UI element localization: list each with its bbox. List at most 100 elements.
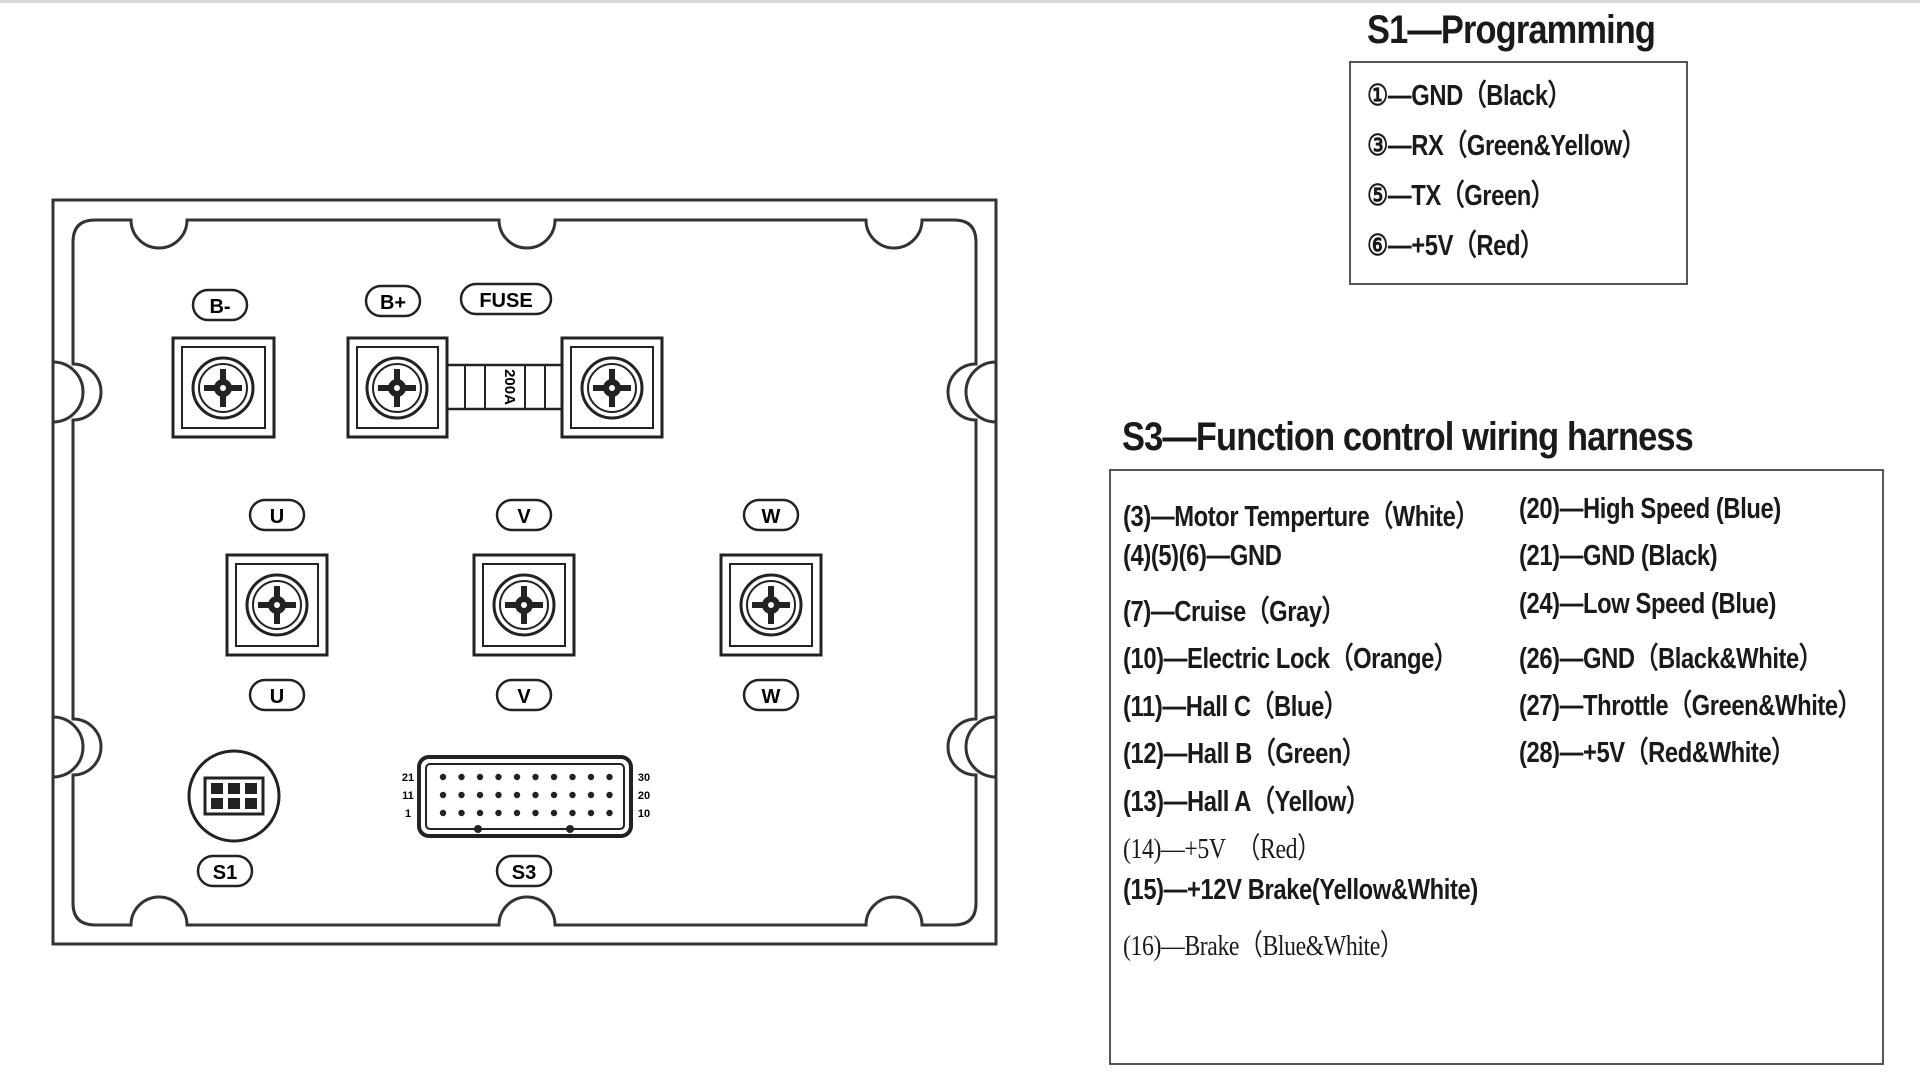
- s3-pin: [532, 791, 539, 799]
- label-b-minus: B-: [191, 288, 249, 322]
- s3-pin: [550, 773, 558, 781]
- s3-pin-item: (14)—+5V （Red）: [1123, 833, 1321, 865]
- s3-pin-item: (21)—GND (Black): [1519, 540, 1718, 572]
- terminal-w: [719, 553, 823, 657]
- s3-pin: [458, 773, 465, 781]
- s3-pin: [439, 773, 447, 781]
- s3-pin: [569, 791, 576, 799]
- s3-pin-item: (7)—Cruise（Gray）: [1123, 596, 1346, 628]
- s3-pin: [458, 791, 465, 799]
- svg-text:B+: B+: [380, 292, 406, 314]
- label-s3: S3: [495, 854, 553, 888]
- svg-text:U: U: [270, 686, 284, 708]
- screw-icon: [191, 356, 255, 420]
- s3-pin-item: (16)—Brake（Blue&White）: [1123, 930, 1404, 962]
- mounting-notches: [52, 360, 997, 779]
- s3-pin-item: (27)—Throttle（Green&White）: [1519, 690, 1862, 722]
- screw-icon: [492, 573, 556, 637]
- s3-pin: [569, 809, 576, 817]
- s3-pin: [495, 773, 502, 781]
- s3-pin-table: (3)—Motor Temperture（White） (4)(5)(6)—GN…: [1109, 469, 1884, 1065]
- s3-pin-item: (13)—Hall A（Yellow）: [1123, 786, 1370, 818]
- s3-pin: [495, 809, 502, 817]
- s3-pin: [587, 809, 595, 817]
- s3-pin-label: 1: [405, 808, 411, 820]
- s3-pin: [513, 791, 521, 799]
- s3-pin: [569, 773, 576, 781]
- s1-pin-item: ①—GND（Black）: [1367, 80, 1572, 112]
- screw-icon: [365, 356, 429, 420]
- s3-title: S3—Function control wiring harness: [1122, 415, 1694, 459]
- s3-pin: [550, 791, 558, 799]
- label-s1: S1: [196, 854, 254, 888]
- s3-pin-item: (24)—Low Speed (Blue): [1519, 588, 1776, 620]
- s1-pin-item: ⑥—+5V（Red）: [1367, 230, 1544, 262]
- s3-pin-grid: [439, 773, 613, 817]
- svg-text:W: W: [762, 686, 781, 708]
- s3-pin-item: (4)(5)(6)—GND: [1123, 540, 1282, 572]
- s3-pin: [587, 791, 595, 799]
- terminal-b-plus: [346, 336, 449, 439]
- connector-s1: [187, 749, 281, 843]
- s3-pin: [476, 791, 484, 799]
- svg-text:V: V: [517, 686, 531, 708]
- s3-pin: [532, 773, 539, 781]
- label-v-top: V: [495, 498, 553, 532]
- s1-pin-item: ⑤—TX（Green）: [1367, 180, 1555, 212]
- svg-text:U: U: [270, 506, 284, 528]
- label-w-bottom: W: [742, 678, 800, 712]
- s3-pin: [439, 791, 447, 799]
- s3-pin: [587, 773, 595, 781]
- svg-text:B-: B-: [209, 296, 230, 318]
- label-u-bottom: U: [248, 678, 306, 712]
- s3-pin-item: (28)—+5V（Red&White）: [1519, 737, 1795, 769]
- terminal-b-minus: [171, 336, 276, 439]
- s1-pin-table: ①—GND（Black） ③—RX（Green&Yellow） ⑤—TX（Gre…: [1349, 61, 1688, 285]
- s3-pin: [606, 809, 613, 817]
- top-border: [0, 0, 1920, 3]
- s3-pin: [439, 809, 447, 817]
- s3-pin-label: 21: [402, 772, 414, 784]
- s3-pin: [513, 809, 521, 817]
- svg-text:V: V: [517, 506, 531, 528]
- label-v-bottom: V: [495, 678, 553, 712]
- s3-pin-label: 20: [638, 790, 650, 802]
- s3-pin: [495, 791, 502, 799]
- label-w-top: W: [742, 498, 800, 532]
- s3-pin-item: (20)—High Speed (Blue): [1519, 493, 1781, 525]
- s3-pin-label: 10: [638, 808, 650, 820]
- s3-pin: [550, 809, 558, 817]
- s3-pin: [476, 809, 484, 817]
- label-u-top: U: [248, 498, 306, 532]
- connector-s3: 21 11 1 30 20 10: [402, 755, 650, 838]
- s3-pin: [606, 791, 613, 799]
- s1-title: S1—Programming: [1367, 8, 1656, 52]
- s3-pin-label: 11: [402, 790, 414, 802]
- s1-pin-item: ③—RX（Green&Yellow）: [1367, 130, 1646, 162]
- svg-text:FUSE: FUSE: [479, 290, 532, 312]
- fuse: 200A: [438, 363, 572, 411]
- s3-pin: [606, 773, 613, 781]
- s3-pin: [532, 809, 539, 817]
- mounting-plate: [71, 218, 978, 927]
- terminal-u: [225, 553, 329, 657]
- svg-text:S1: S1: [213, 862, 237, 884]
- screw-icon: [245, 573, 309, 637]
- s3-pin: [458, 809, 465, 817]
- screw-icon: [739, 573, 803, 637]
- svg-text:S3: S3: [512, 862, 536, 884]
- s3-pin-item: (3)—Motor Temperture（White）: [1123, 501, 1479, 533]
- s3-pin-item: (12)—Hall B（Green）: [1123, 738, 1366, 770]
- fuse-rating: 200A: [501, 369, 518, 405]
- label-fuse: FUSE: [459, 282, 553, 316]
- s3-pin-item: (11)—Hall C（Blue）: [1123, 691, 1348, 723]
- svg-text:W: W: [762, 506, 781, 528]
- s3-pin-item: (15)—+12V Brake(Yellow&White): [1123, 874, 1478, 906]
- terminal-fuse-out: [560, 336, 664, 439]
- s3-pin-item: (26)—GND（Black&White）: [1519, 643, 1823, 675]
- screw-icon: [580, 356, 644, 420]
- terminal-v: [472, 553, 576, 657]
- s3-pin: [513, 773, 521, 781]
- s3-pin: [476, 773, 484, 781]
